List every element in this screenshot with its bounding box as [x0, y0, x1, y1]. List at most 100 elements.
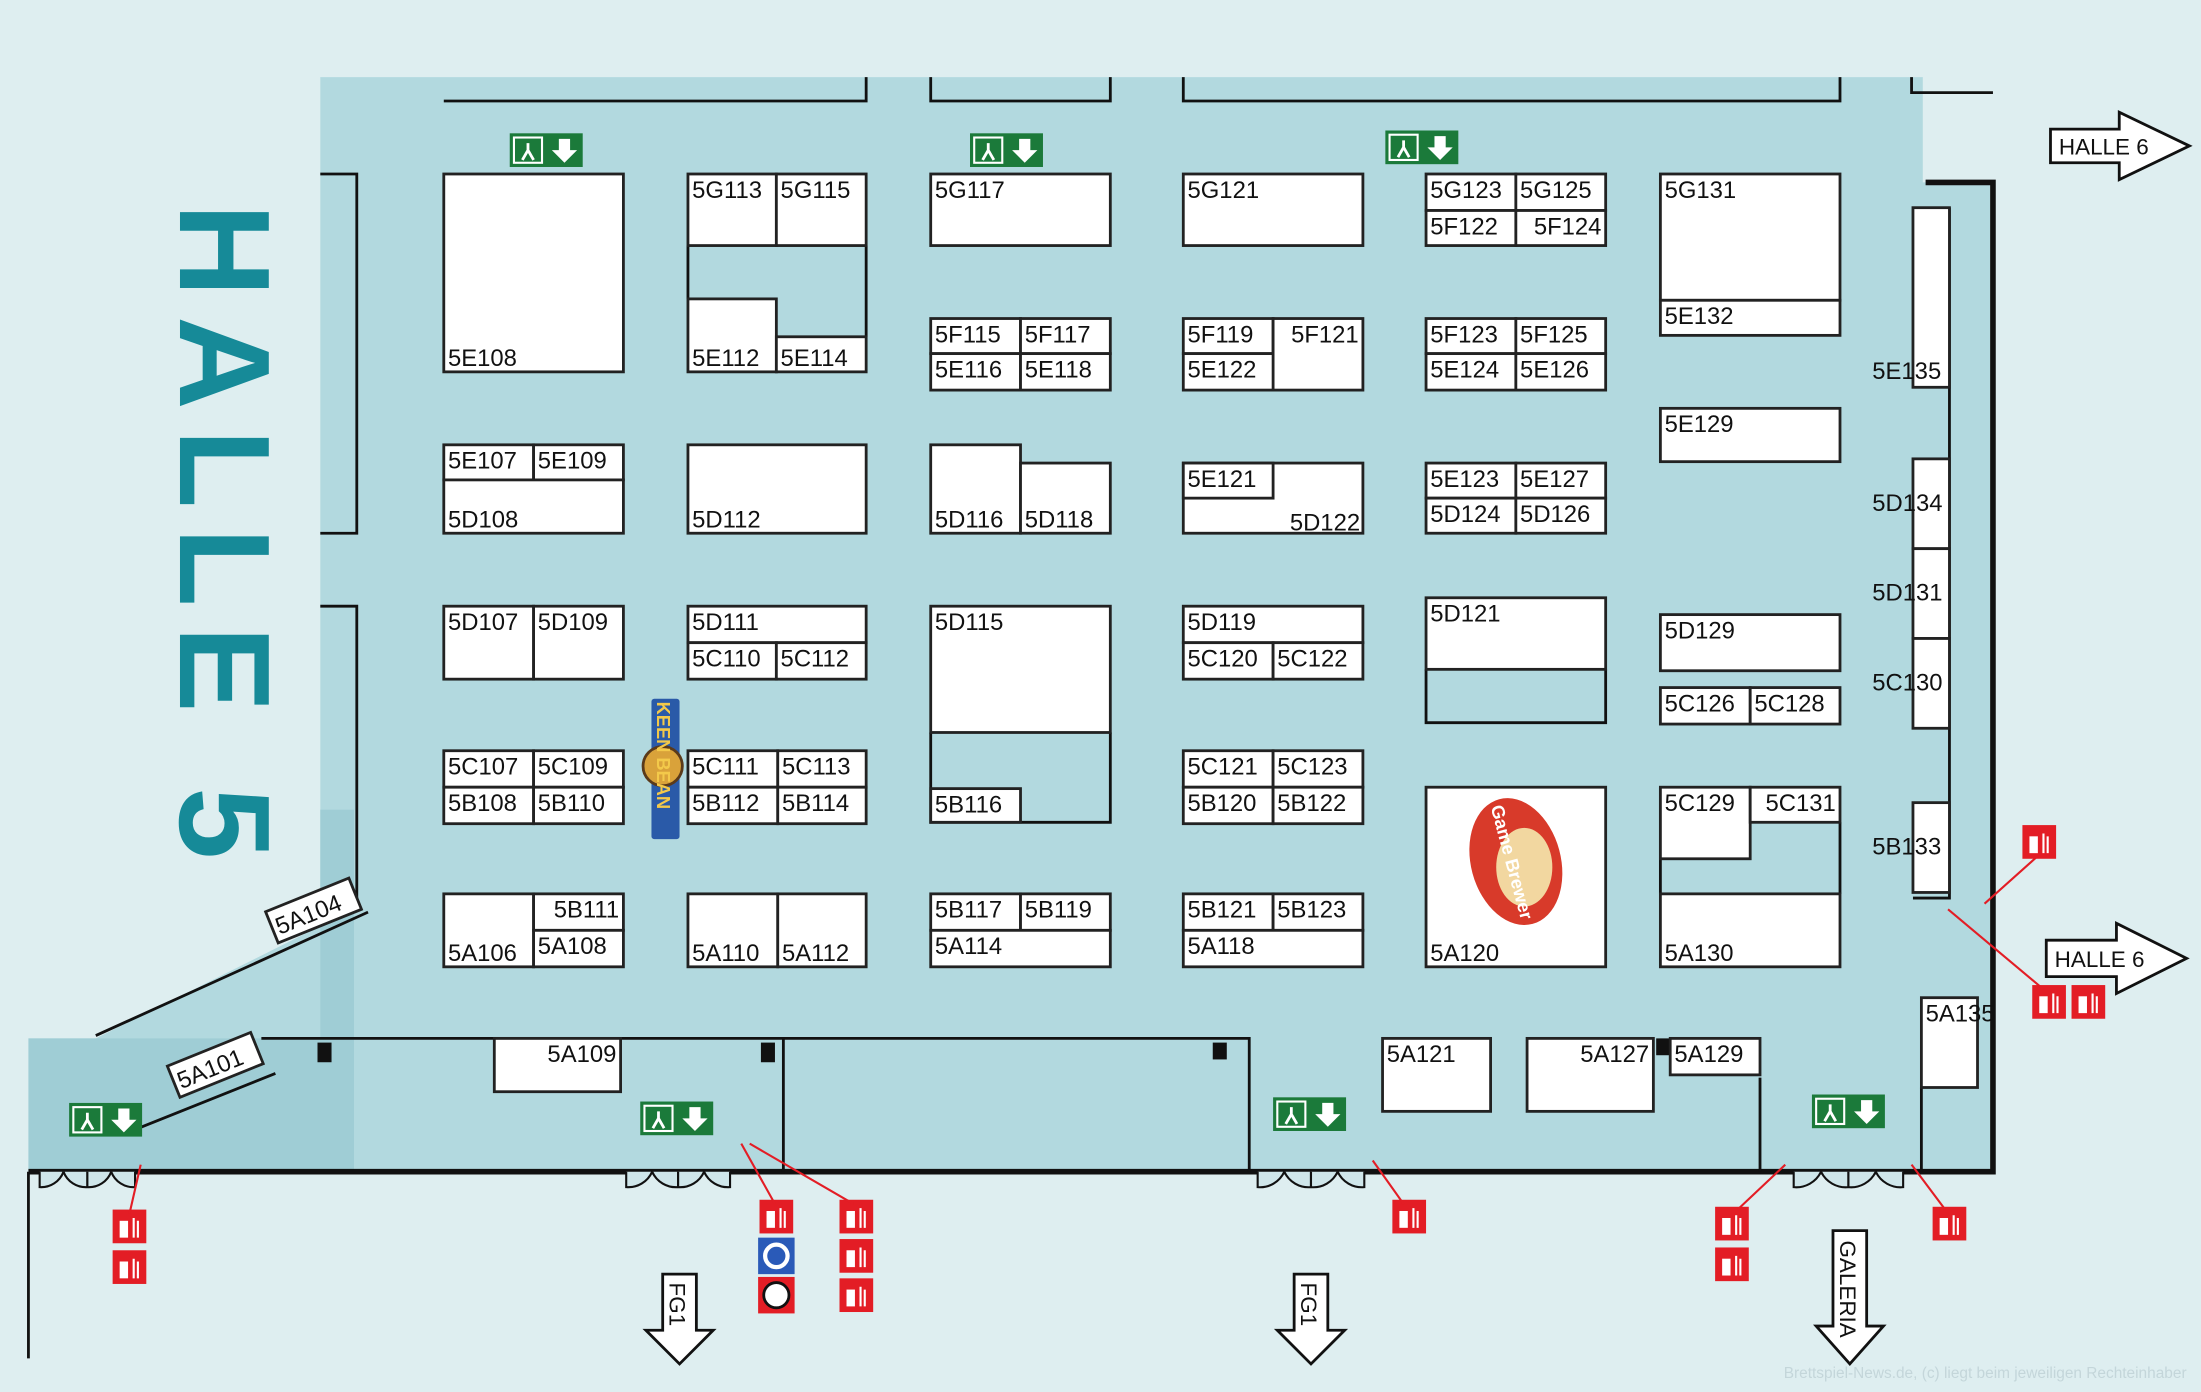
booth[interactable]: 5C109 — [532, 749, 625, 789]
booth[interactable]: 5F122 — [1424, 209, 1518, 247]
booth[interactable]: 5B119 — [1019, 892, 1112, 932]
booth-area[interactable] — [1271, 749, 1365, 789]
booth-area[interactable] — [1514, 352, 1608, 392]
booth[interactable]: 5D126 — [1514, 496, 1608, 535]
booth-area[interactable] — [1181, 749, 1275, 789]
booth-area[interactable] — [532, 443, 625, 482]
booth-area[interactable] — [1514, 317, 1608, 356]
booth[interactable]: 5B120 — [1181, 785, 1275, 826]
booth-area[interactable] — [263, 876, 364, 945]
booth[interactable]: 5B112 — [686, 785, 780, 826]
booth[interactable]: 5D111 — [686, 604, 868, 645]
booth[interactable]: 5D124 — [1424, 496, 1518, 535]
booth[interactable]: 5E124 — [1424, 352, 1518, 392]
booth[interactable]: 5A118 — [1181, 928, 1365, 969]
booth[interactable]: 5A135 — [1919, 996, 1995, 1089]
booth[interactable]: 5D129 — [1658, 613, 1842, 673]
booth[interactable]: 5C107 — [442, 749, 535, 789]
booth[interactable]: 5D131 — [1872, 547, 1951, 640]
booth-area[interactable] — [1181, 317, 1275, 356]
booth[interactable]: 5A108 — [532, 928, 625, 969]
halle6-bottom-arrow[interactable]: HALLE 6 — [2044, 921, 2190, 996]
booth[interactable]: 5E109 — [532, 443, 625, 482]
booth[interactable]: 5E107 — [442, 443, 535, 482]
booth[interactable]: 5E122 — [1181, 352, 1275, 392]
booth[interactable]: 5G131 — [1658, 172, 1842, 302]
booth-area[interactable] — [1748, 686, 1842, 726]
booth[interactable]: 5A109 — [492, 1036, 622, 1094]
booth[interactable]: 5E121 — [1181, 461, 1275, 500]
booth-area[interactable] — [776, 785, 868, 826]
booth-area[interactable] — [1181, 352, 1275, 392]
booth-area[interactable] — [1658, 172, 1842, 302]
booth[interactable]: 5E126 — [1514, 352, 1608, 392]
booth[interactable]: 5C113 — [776, 749, 868, 789]
booth[interactable]: 5F124 — [1514, 209, 1608, 247]
booth[interactable]: 5B108 — [442, 785, 535, 826]
booth-area[interactable] — [1919, 996, 1979, 1089]
booth[interactable]: 5E112 — [686, 297, 778, 374]
booth[interactable]: 5C112 — [774, 641, 868, 681]
booth-area[interactable] — [1181, 892, 1275, 932]
booth-area[interactable] — [165, 1030, 266, 1100]
booth[interactable]: 5C130 — [1872, 637, 1951, 730]
booth[interactable]: 5C110 — [686, 641, 778, 681]
booth-area[interactable] — [1658, 686, 1752, 726]
booth[interactable]: 5G113 — [686, 172, 778, 247]
fg1-right-arrow[interactable]: FG1 — [1273, 1272, 1349, 1366]
booth-area[interactable] — [686, 892, 780, 969]
booth-area[interactable] — [929, 787, 1022, 824]
fg1-left-arrow[interactable]: FG1 — [642, 1272, 717, 1366]
booth-area[interactable] — [929, 604, 1112, 734]
booth[interactable]: 5A114 — [929, 928, 1112, 969]
booth[interactable]: 5G117 — [929, 172, 1112, 247]
booth[interactable]: 5F125 — [1514, 317, 1608, 356]
booth-area[interactable] — [1271, 317, 1365, 392]
booth-area[interactable] — [1181, 641, 1275, 681]
booth[interactable]: 5B111 — [532, 892, 625, 932]
booth-area[interactable] — [1181, 785, 1275, 826]
booth-area[interactable] — [1525, 1036, 1655, 1113]
booth[interactable]: 5A121 — [1381, 1036, 1493, 1113]
booth[interactable]: 5F121 — [1271, 317, 1365, 392]
booth[interactable]: 5E118 — [1019, 352, 1112, 392]
booth-area[interactable] — [776, 749, 868, 789]
booth[interactable]: 5D107 — [442, 604, 535, 681]
booth[interactable]: 5C121 — [1181, 749, 1275, 789]
booth-area[interactable] — [1514, 496, 1608, 535]
booth[interactable]: 5E116 — [929, 352, 1022, 392]
booth-area[interactable] — [532, 785, 625, 826]
booth-area[interactable] — [1181, 172, 1365, 247]
booth-area[interactable] — [492, 1036, 622, 1094]
booth-area[interactable] — [442, 443, 535, 482]
booth[interactable]: 5C129 — [1658, 785, 1752, 861]
booth[interactable]: 5E108 — [442, 172, 625, 374]
booth[interactable]: 5B123 — [1271, 892, 1365, 932]
booth[interactable]: 5D116 — [929, 443, 1022, 535]
booth-area[interactable] — [1658, 406, 1842, 464]
booth[interactable]: 5D121 — [1424, 596, 1608, 671]
booth-area[interactable] — [1514, 209, 1608, 247]
booth-area[interactable] — [929, 928, 1112, 969]
halle6-top-arrow[interactable]: HALLE 6 — [2049, 110, 2193, 182]
booth[interactable]: 5B116 — [929, 787, 1022, 824]
booth-area[interactable] — [1514, 172, 1608, 212]
booth[interactable]: 5A129 — [1668, 1036, 1762, 1077]
booth[interactable]: 5E129 — [1658, 406, 1842, 464]
booth-area[interactable] — [442, 749, 535, 789]
booth-area[interactable] — [442, 604, 535, 681]
booth[interactable]: 5C120 — [1181, 641, 1275, 681]
booth-area[interactable] — [532, 604, 625, 681]
booth[interactable]: 5D109 — [532, 604, 625, 681]
booth-area[interactable] — [532, 892, 625, 932]
booth-area[interactable] — [1911, 801, 1951, 894]
booth[interactable]: 5C131 — [1748, 785, 1842, 824]
booth[interactable]: 5A112 — [776, 892, 868, 969]
booth-area[interactable] — [1911, 637, 1951, 730]
booth-area[interactable] — [1019, 892, 1112, 932]
booth-area[interactable] — [929, 172, 1112, 247]
booth[interactable]: 5B114 — [776, 785, 868, 826]
booth-area[interactable] — [686, 443, 868, 535]
booth[interactable]: 5A127 — [1525, 1036, 1655, 1113]
booth-area[interactable] — [1668, 1036, 1762, 1077]
